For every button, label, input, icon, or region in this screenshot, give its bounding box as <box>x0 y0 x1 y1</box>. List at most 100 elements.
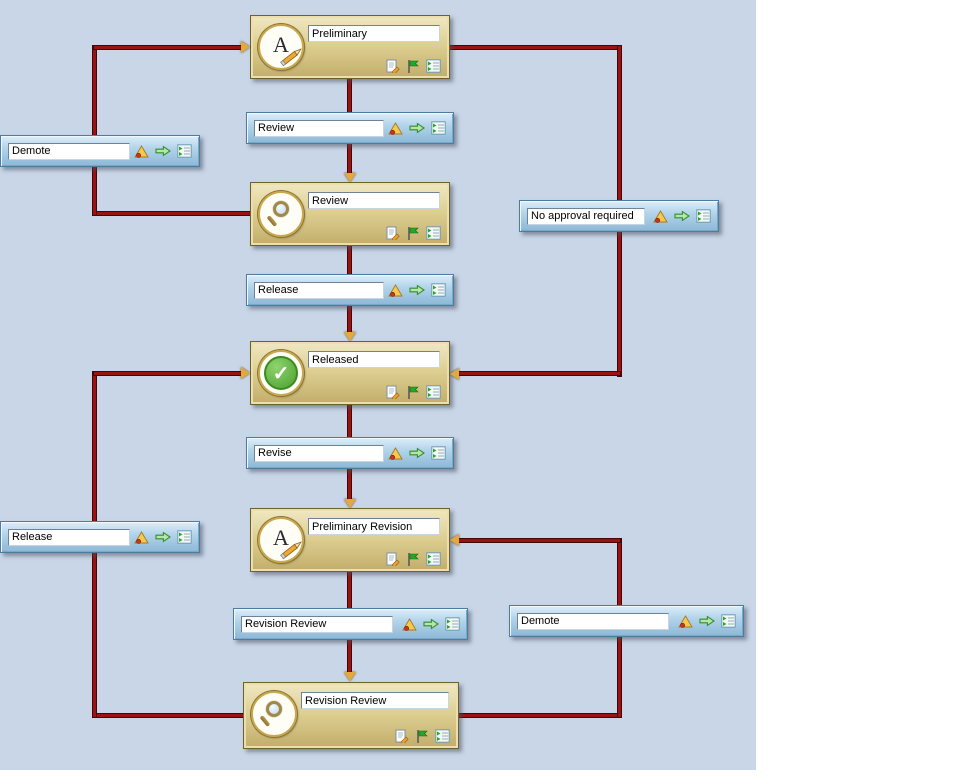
connector-demote-seg-top[interactable] <box>94 46 241 49</box>
tasks-icon <box>426 385 441 399</box>
state-indicator-icons <box>386 385 441 399</box>
transition-indicator-icons <box>388 121 446 135</box>
transition-node-demote-left[interactable] <box>0 135 200 167</box>
transition-name-field[interactable] <box>527 207 645 225</box>
transition-arrow-icon <box>409 284 425 296</box>
permission-warning-icon <box>402 617 417 631</box>
transition-node-release[interactable] <box>246 274 454 306</box>
transition-indicator-icons <box>402 617 460 631</box>
tasks-icon <box>426 59 441 73</box>
state-indicator-icons <box>386 552 441 566</box>
permission-warning-icon <box>678 614 693 628</box>
arrowhead-into-review <box>344 173 356 182</box>
permission-warning-icon <box>388 121 403 135</box>
connector-release-left-seg-top[interactable] <box>94 372 242 375</box>
edit-state-icon: A <box>258 24 304 70</box>
arrowhead-into-released-top <box>344 332 356 341</box>
arrowhead-into-released-right <box>450 368 459 380</box>
flag-icon <box>406 59 420 73</box>
transition-name-field[interactable] <box>517 612 669 630</box>
state-name-field[interactable] <box>301 692 449 709</box>
connector-demote-seg-bottom[interactable] <box>94 212 251 215</box>
transition-indicator-icons <box>388 283 446 297</box>
flag-icon <box>406 226 420 240</box>
transition-name-field[interactable] <box>8 142 130 160</box>
note-icon <box>386 385 400 399</box>
transition-arrow-icon <box>409 447 425 459</box>
pencil-icon <box>280 541 302 560</box>
state-name-field[interactable] <box>308 192 440 209</box>
transition-node-revision-review[interactable] <box>233 608 468 640</box>
connector-no-approval-seg-bottom[interactable] <box>459 372 620 375</box>
transition-actions-icon <box>445 617 460 631</box>
transition-node-revise[interactable] <box>246 437 454 469</box>
permission-warning-icon <box>134 144 149 158</box>
transition-indicator-icons <box>653 209 711 223</box>
note-icon <box>386 59 400 73</box>
edit-state-icon: A <box>258 517 304 563</box>
transition-indicator-icons <box>388 446 446 460</box>
transition-actions-icon <box>431 446 446 460</box>
transition-arrow-icon <box>409 122 425 134</box>
state-name-field[interactable] <box>308 518 440 535</box>
transition-node-demote-right[interactable] <box>509 605 744 637</box>
transition-indicator-icons <box>134 144 192 158</box>
transition-arrow-icon <box>674 210 690 222</box>
flag-icon <box>415 729 429 743</box>
transition-name-field[interactable] <box>241 615 393 633</box>
tasks-icon <box>426 226 441 240</box>
permission-warning-icon <box>388 283 403 297</box>
connector-demote-seg-vertical[interactable] <box>93 46 96 215</box>
arrowhead-into-preliminary-revision-right <box>450 534 459 546</box>
review-state-icon <box>258 191 304 237</box>
connector-no-approval-seg-top[interactable] <box>450 46 620 49</box>
state-node-revision-review[interactable] <box>243 682 459 749</box>
workflow-canvas[interactable]: A <box>0 0 756 770</box>
review-state-icon <box>251 691 297 737</box>
transition-name-field[interactable] <box>254 444 384 462</box>
transition-name-field[interactable] <box>8 528 130 546</box>
transition-actions-icon <box>721 614 736 628</box>
transition-actions-icon <box>177 530 192 544</box>
letter-a-glyph: A <box>273 32 289 57</box>
check-icon: ✓ <box>264 356 298 390</box>
transition-node-no-approval-required[interactable] <box>519 200 719 232</box>
released-state-icon: ✓ <box>258 350 304 396</box>
arrowhead-into-released-left <box>241 367 250 379</box>
state-node-preliminary-revision[interactable]: A <box>250 508 450 572</box>
state-indicator-icons <box>386 226 441 240</box>
transition-actions-icon <box>696 209 711 223</box>
state-node-review[interactable] <box>250 182 450 246</box>
permission-warning-icon <box>388 446 403 460</box>
transition-actions-icon <box>431 121 446 135</box>
magnifier-icon <box>266 199 296 229</box>
connector-demote-right-seg-bottom[interactable] <box>459 714 620 717</box>
state-node-released[interactable]: ✓ <box>250 341 450 405</box>
state-name-field[interactable] <box>308 25 440 42</box>
transition-arrow-icon <box>155 531 171 543</box>
arrowhead-into-preliminary-revision-top <box>344 499 356 508</box>
state-node-preliminary[interactable]: A <box>250 15 450 79</box>
flag-icon <box>406 552 420 566</box>
note-icon <box>386 226 400 240</box>
transition-arrow-icon <box>699 615 715 627</box>
transition-arrow-icon <box>155 145 171 157</box>
connector-demote-right-seg-top[interactable] <box>459 539 620 542</box>
connector-release-left-seg-bottom[interactable] <box>94 714 245 717</box>
transition-name-field[interactable] <box>254 281 384 299</box>
transition-indicator-icons <box>678 614 736 628</box>
transition-name-field[interactable] <box>254 119 384 137</box>
state-indicator-icons <box>386 59 441 73</box>
transition-indicator-icons <box>134 530 192 544</box>
letter-a-glyph: A <box>273 525 289 550</box>
permission-warning-icon <box>134 530 149 544</box>
tasks-icon <box>435 729 450 743</box>
flag-icon <box>406 385 420 399</box>
transition-node-release-left[interactable] <box>0 521 200 553</box>
transition-arrow-icon <box>423 618 439 630</box>
note-icon <box>386 552 400 566</box>
note-icon <box>395 729 409 743</box>
transition-node-review[interactable] <box>246 112 454 144</box>
state-name-field[interactable] <box>308 351 440 368</box>
